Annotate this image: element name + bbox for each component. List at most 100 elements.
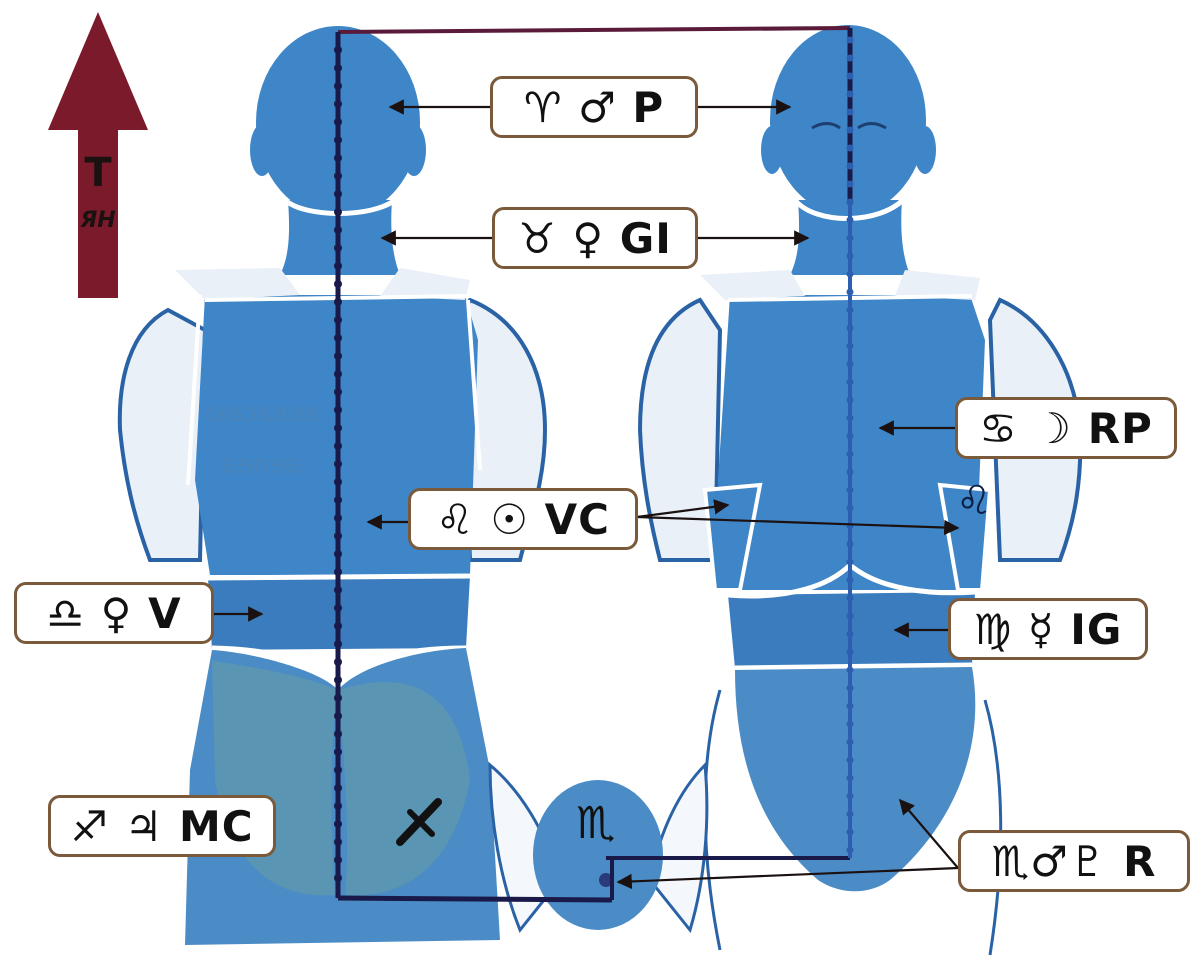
- meridian-point: [846, 270, 854, 278]
- meridian-point: [846, 378, 854, 386]
- meridian-point: [334, 46, 342, 54]
- meridian-point: [334, 226, 342, 234]
- meridian-point: [846, 558, 854, 566]
- meridian-point: [334, 748, 342, 756]
- meridian-point: [334, 622, 342, 630]
- meridian-point: [846, 702, 854, 710]
- meridian-point: [334, 478, 342, 486]
- meridian-point: [846, 774, 854, 782]
- watermark-line-1: аевасаю: [205, 398, 321, 428]
- meridian-point: [846, 252, 854, 260]
- meridian-point: [334, 406, 342, 414]
- meridian-point: [846, 144, 854, 152]
- meridian-point: [846, 396, 854, 404]
- meridian-point: [846, 216, 854, 224]
- meridian-point: [846, 846, 854, 854]
- meridian-point: [334, 550, 342, 558]
- meridian-point: [846, 180, 854, 188]
- meridian-point: [846, 738, 854, 746]
- meridian-point: [334, 280, 342, 288]
- label-gi: ♉ ♀ GI: [492, 207, 698, 269]
- meridian-point: [334, 334, 342, 342]
- label-r: ♏♂♇ R: [958, 830, 1190, 892]
- label-vc: ♌ ☉ VC: [408, 488, 638, 550]
- meridian-point: [334, 568, 342, 576]
- meridian-loop: [334, 26, 854, 903]
- meridian-point: [334, 352, 342, 360]
- meridian-point: [846, 720, 854, 728]
- meridian-point: [334, 676, 342, 684]
- meridian-point: [334, 262, 342, 270]
- meridian-point: [846, 756, 854, 764]
- meridian-point: [334, 820, 342, 828]
- meridian-point: [334, 640, 342, 648]
- meridian-point: [334, 424, 342, 432]
- meridian-point: [846, 468, 854, 476]
- meridian-point: [846, 288, 854, 296]
- meridian-point: [334, 784, 342, 792]
- meridian-point: [846, 126, 854, 134]
- meridian-point: [846, 450, 854, 458]
- arrow-letter: T: [84, 150, 112, 196]
- meridian-point: [334, 496, 342, 504]
- meridian-point: [846, 486, 854, 494]
- meridian-point: [846, 324, 854, 332]
- meridian-point: [846, 306, 854, 314]
- meridian-point: [334, 874, 342, 882]
- meridian-point: [334, 244, 342, 252]
- meridian-point: [334, 730, 342, 738]
- meridian-point: [334, 586, 342, 594]
- meridian-point: [846, 90, 854, 98]
- meridian-point: [846, 198, 854, 206]
- meridian-point: [334, 64, 342, 72]
- meridian-point: [334, 370, 342, 378]
- meridian-point: [334, 856, 342, 864]
- meridian-point: [334, 316, 342, 324]
- meridian-point: [846, 630, 854, 638]
- meridian-point: [846, 414, 854, 422]
- meridian-point: [846, 540, 854, 548]
- meridian-point: [846, 360, 854, 368]
- meridian-point: [846, 162, 854, 170]
- meridian-point: [846, 576, 854, 584]
- label-rp: ♋ ☽ RP: [955, 397, 1177, 459]
- meridian-point: [334, 136, 342, 144]
- scorpio-pelvis-glyph: ♏: [576, 798, 616, 849]
- meridian-point: [846, 612, 854, 620]
- arrow-subtext: ЯН: [80, 208, 116, 233]
- meridian-point: [334, 658, 342, 666]
- meridian-point: [334, 460, 342, 468]
- meridian-point: [334, 712, 342, 720]
- meridian-point: [334, 298, 342, 306]
- meridian-point: [846, 792, 854, 800]
- label-ig: ♍ ☿ IG: [948, 598, 1148, 660]
- meridian-point: [334, 190, 342, 198]
- meridian-point: [846, 54, 854, 62]
- meridian-point: [334, 694, 342, 702]
- meridian-point: [334, 172, 342, 180]
- meridian-point: [334, 838, 342, 846]
- meridian-point: [334, 82, 342, 90]
- watermark-line-2: аелеа: [222, 450, 303, 480]
- meridian-point: [846, 504, 854, 512]
- meridian-point: [334, 100, 342, 108]
- meridian-point: [846, 828, 854, 836]
- meridian-point: [334, 604, 342, 612]
- meridian-point: [846, 108, 854, 116]
- meridian-point: [846, 342, 854, 350]
- pelvis-inset: [488, 761, 709, 934]
- meridian-point: [334, 154, 342, 162]
- meridian-point: [334, 514, 342, 522]
- meridian-point: [846, 72, 854, 80]
- meridian-point: [334, 208, 342, 216]
- leo-side-glyph: ♌: [956, 478, 992, 524]
- meridian-point: [846, 648, 854, 656]
- meridian-point: [846, 666, 854, 674]
- meridian-point: [334, 388, 342, 396]
- meridian-point: [846, 810, 854, 818]
- meridian-point: [846, 36, 854, 44]
- sagittarius-mark: [396, 798, 442, 846]
- meridian-point: [334, 802, 342, 810]
- meridian-point: [334, 442, 342, 450]
